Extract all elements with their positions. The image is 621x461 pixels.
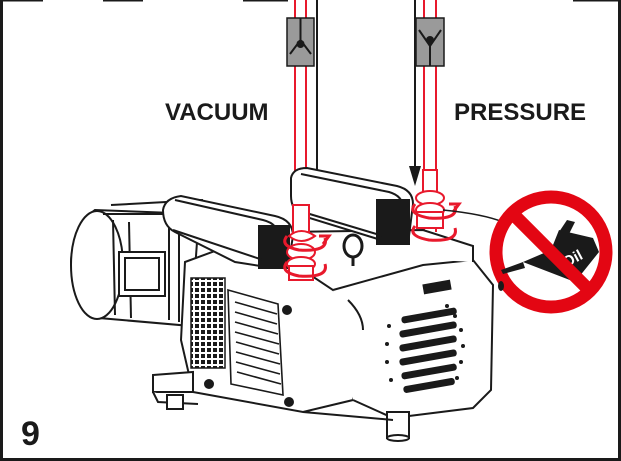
no-oil-icon: Oil: [489, 190, 613, 314]
lifting-eye: [342, 233, 364, 266]
side-cooling-panel: [227, 288, 284, 396]
bolt: [282, 305, 292, 315]
check-valve-icon: [286, 17, 315, 67]
left-head-cover: [161, 194, 295, 270]
bolt: [204, 379, 214, 389]
right-head-cover: [290, 166, 415, 246]
side-grille: [190, 277, 226, 369]
electric-motor: [69, 199, 204, 328]
vacuum-fitting-spin: [283, 234, 332, 278]
check-valve-icon: [415, 17, 445, 67]
pump-illustration: Oil: [3, 0, 618, 442]
pressure-label: PRESSURE: [454, 99, 587, 126]
vacuum-fitting: [286, 204, 317, 281]
vacuum-label: VACUUM: [165, 99, 269, 126]
bolt: [284, 397, 294, 407]
pressure-fitting-spin: [411, 202, 462, 242]
figure-number: 9: [21, 415, 40, 453]
front-vent-grille: [385, 279, 465, 393]
flow-arrow-icon: [409, 0, 421, 186]
